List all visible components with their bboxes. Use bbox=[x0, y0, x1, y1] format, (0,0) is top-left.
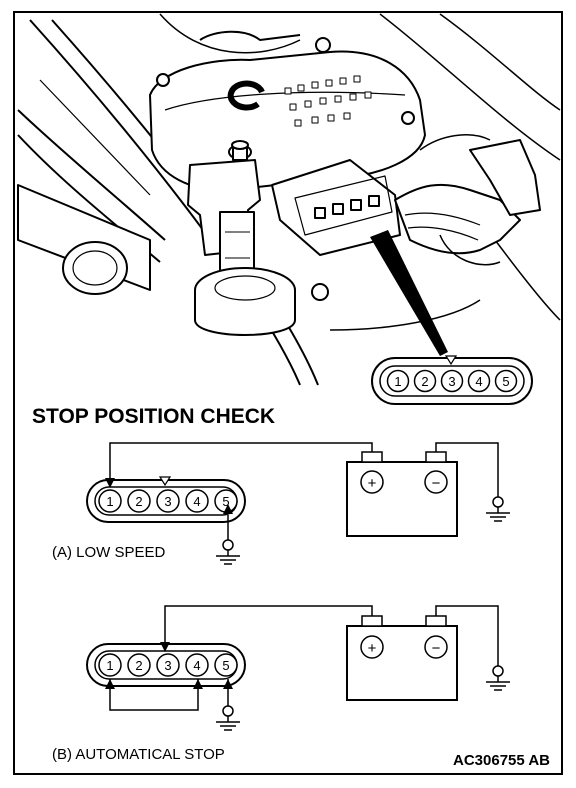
zoom-pointer bbox=[370, 230, 448, 356]
battery-a: + − bbox=[346, 451, 458, 537]
connector-b-pin-label: 2 bbox=[135, 658, 142, 673]
zoom-connector-pin-2 bbox=[413, 369, 437, 393]
connector-a-pin-label: 3 bbox=[164, 494, 171, 509]
wire-a-negative bbox=[435, 442, 499, 497]
reference-code: AC306755 AB bbox=[453, 752, 550, 769]
connector-b-pin-label: 5 bbox=[222, 658, 229, 673]
wire-b-positive bbox=[164, 605, 373, 651]
connector-a-pin-4 bbox=[185, 489, 209, 513]
ground-icon bbox=[486, 665, 510, 691]
connector-a-pin-label: 4 bbox=[193, 494, 200, 509]
connector-b-pin-5 bbox=[214, 653, 238, 677]
battery-b-positive-symbol: + bbox=[368, 640, 377, 657]
connector-a-pin-label: 5 bbox=[222, 494, 229, 509]
ground-icon bbox=[216, 539, 240, 565]
battery-a-positive-symbol: + bbox=[368, 475, 377, 492]
connector-b-pin-4 bbox=[185, 653, 209, 677]
case-b-caption: (B) AUTOMATICAL STOP bbox=[52, 746, 225, 763]
zoom-connector-pin-label: 5 bbox=[502, 374, 509, 389]
connector-b-pin-label: 1 bbox=[106, 658, 113, 673]
connector-a-pin-2 bbox=[127, 489, 151, 513]
connector-b-pin-label: 3 bbox=[164, 658, 171, 673]
motor-illustration bbox=[17, 13, 561, 386]
battery-b: + − bbox=[346, 615, 458, 701]
ground-icon bbox=[216, 705, 240, 731]
battery-b-negative-symbol: − bbox=[432, 640, 441, 657]
zoom-connector-pin-label: 2 bbox=[421, 374, 428, 389]
connector-a-pin-1 bbox=[98, 489, 122, 513]
figure-frame bbox=[13, 11, 563, 775]
wire-a-positive bbox=[109, 442, 373, 487]
connector-b-pin-2 bbox=[127, 653, 151, 677]
zoom-connector-pin-label: 4 bbox=[475, 374, 482, 389]
jumper-pin1-pin4 bbox=[109, 679, 199, 711]
wire-b-negative bbox=[435, 605, 499, 666]
connector-a-pin-label: 2 bbox=[135, 494, 142, 509]
connector-b-pin-3 bbox=[156, 653, 180, 677]
case-a-diagram: 1 2 3 4 5 + − bbox=[52, 442, 510, 565]
case-a-caption: (A) LOW SPEED bbox=[52, 544, 166, 561]
zoom-connector-pin-label: 3 bbox=[448, 374, 455, 389]
zoom-connector-pin-label: 1 bbox=[394, 374, 401, 389]
zoom-connector-pin-4 bbox=[467, 369, 491, 393]
connector-b-pin-label: 4 bbox=[193, 658, 200, 673]
connector-b-pin-1 bbox=[98, 653, 122, 677]
battery-a-negative-symbol: − bbox=[432, 475, 441, 492]
connector-a-pin-label: 1 bbox=[106, 494, 113, 509]
zoom-connector-pin-5 bbox=[494, 369, 518, 393]
zoom-connector-pin-3 bbox=[440, 369, 464, 393]
page-title: STOP POSITION CHECK bbox=[32, 405, 275, 428]
ground-icon bbox=[486, 496, 510, 522]
connector-a-pin-3 bbox=[156, 489, 180, 513]
zoom-connector-pin-1 bbox=[386, 369, 410, 393]
case-b-diagram: 1 2 3 4 5 + − bbox=[52, 605, 510, 763]
